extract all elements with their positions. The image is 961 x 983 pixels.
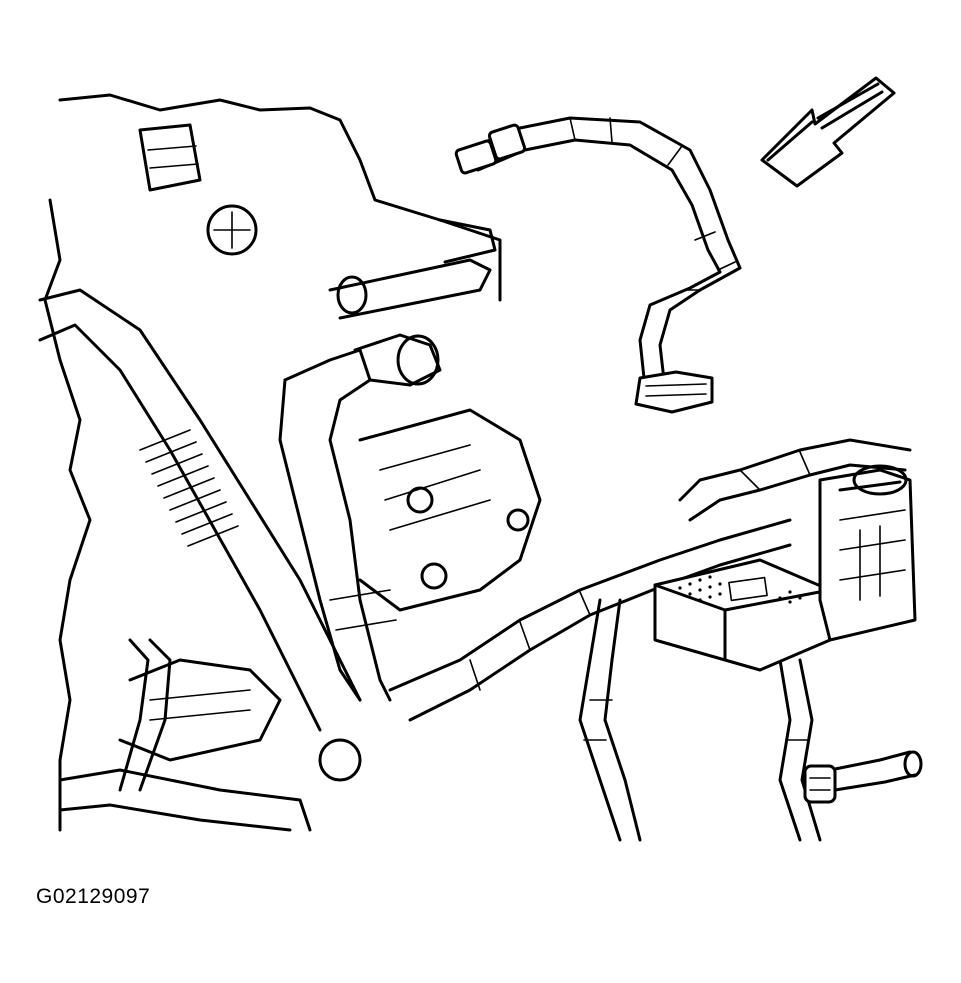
control-module [653,558,832,672]
lower-pipe [828,750,923,792]
figure-code-label: G02129097 [36,885,151,908]
hose-connector [803,764,837,804]
corrugated-duct [139,429,239,547]
vacuum-hose [454,116,742,414]
module-dot-grid [678,575,802,604]
wiring-harness [388,438,912,842]
engine-assembly [38,93,542,832]
relay-block [818,464,917,642]
direction-arrow [760,76,896,188]
